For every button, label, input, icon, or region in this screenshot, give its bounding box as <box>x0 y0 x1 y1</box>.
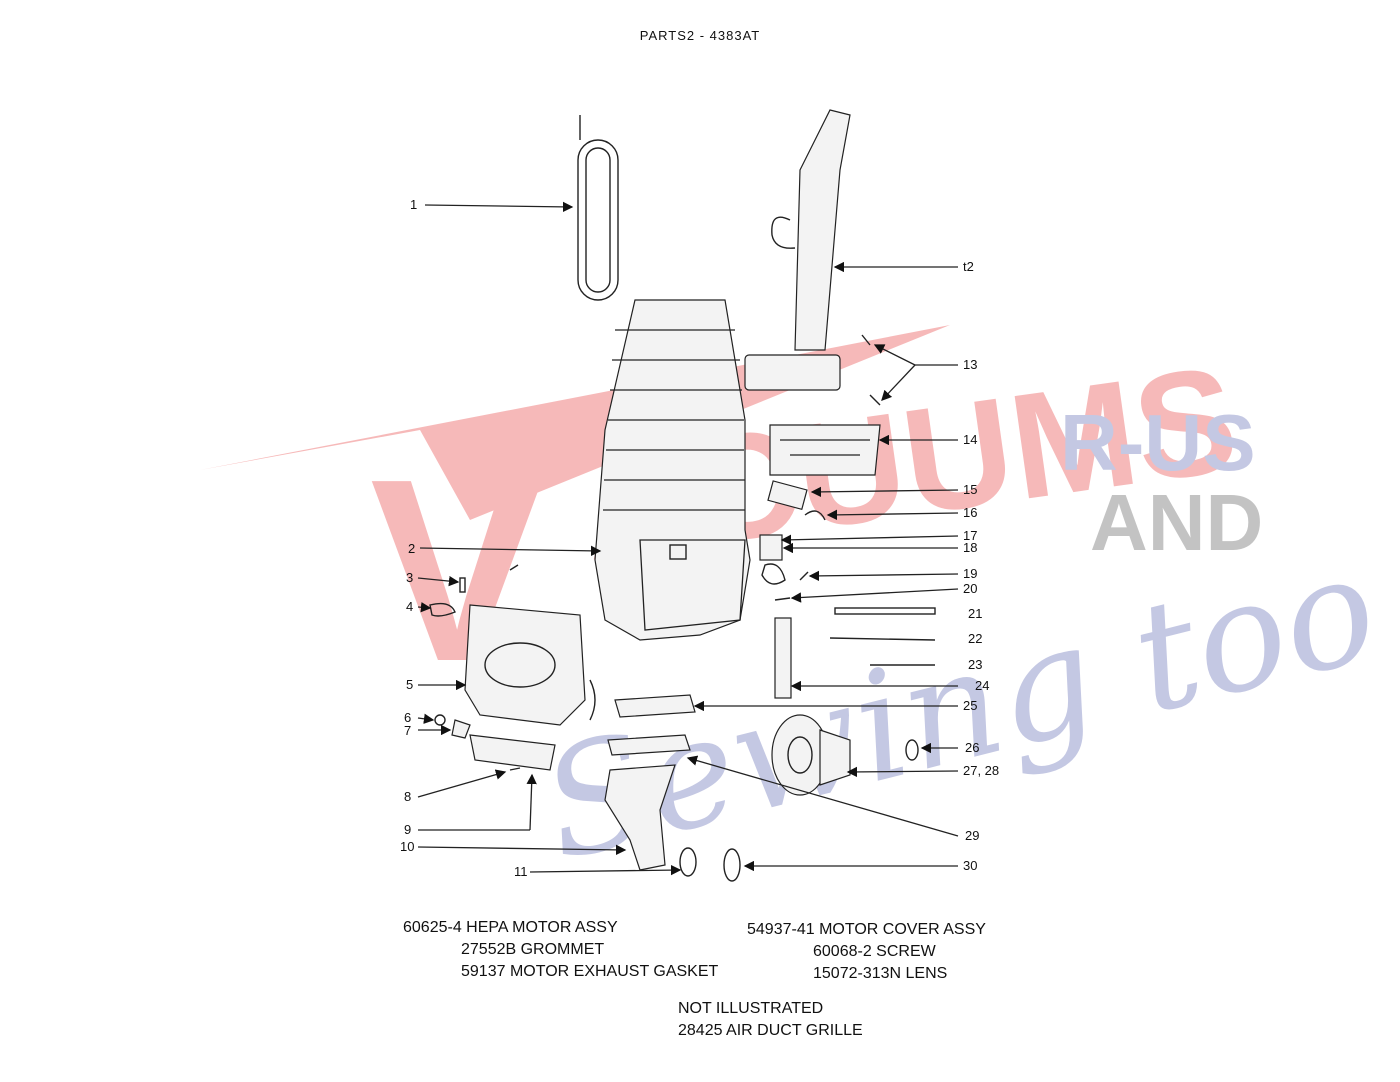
part-upper-bracket <box>769 424 881 476</box>
part-lower-panel <box>469 734 556 771</box>
callout-1: 1 <box>410 197 417 212</box>
parts-list-right-item: 54937-41 MOTOR COVER ASSY <box>747 921 986 938</box>
callout-30: 30 <box>963 858 977 873</box>
part-screws-left <box>429 564 519 617</box>
callout-5: 5 <box>406 677 413 692</box>
part-wheel <box>723 848 741 882</box>
not-illustrated-heading: NOT ILLUSTRATED <box>678 1000 824 1017</box>
parts-list-right-item: 60068-2 SCREW <box>813 943 936 960</box>
callout-16: 16 <box>963 505 977 520</box>
callout-26: 26 <box>965 740 979 755</box>
parts-list-right-item: 15072-313N LENS <box>813 965 948 982</box>
watermark: V ACUUMS R-US AND Sewing too <box>200 325 1393 895</box>
callout-20: 20 <box>963 581 977 596</box>
part-cord <box>577 115 619 301</box>
callout-27-28: 27, 28 <box>963 763 999 778</box>
part-small-parts <box>759 480 826 601</box>
part-main-housing <box>594 299 751 641</box>
callout-2: 2 <box>408 541 415 556</box>
part-filters <box>607 694 696 756</box>
callout-14: 14 <box>963 432 977 447</box>
leader-lines <box>417 201 959 876</box>
callout-22: 22 <box>968 631 982 646</box>
part-knobs <box>434 714 471 739</box>
parts-list-left: 60625-4 HEPA MOTOR ASSY 27552B GROMMET 5… <box>403 917 718 983</box>
callout-18: 18 <box>963 540 977 555</box>
callout-15: 15 <box>963 482 977 497</box>
callout-3: 3 <box>406 570 413 585</box>
callout-9: 9 <box>404 822 411 837</box>
parts-list-left-item: 60625-4 HEPA MOTOR ASSY <box>403 919 618 936</box>
part-motor <box>771 714 919 796</box>
callout-12: t2 <box>963 259 974 274</box>
callout-21: 21 <box>968 606 982 621</box>
watermark-and: AND <box>1090 478 1263 567</box>
part-front-cover <box>464 604 596 726</box>
callout-8: 8 <box>404 789 411 804</box>
callout-7: 7 <box>404 723 411 738</box>
not-illustrated-block: NOT ILLUSTRATED 28425 AIR DUCT GRILLE <box>678 998 863 1042</box>
not-illustrated-item: 28425 AIR DUCT GRILLE <box>678 1022 863 1039</box>
part-handle <box>744 109 851 391</box>
callout-10: 10 <box>400 839 414 854</box>
callout-17: 17 <box>963 528 977 543</box>
page-title: PARTS2 - 4383AT <box>639 28 761 43</box>
callout-19: 19 <box>963 566 977 581</box>
part-nozzle <box>604 764 697 877</box>
callout-24: 24 <box>975 678 989 693</box>
callout-23: 23 <box>968 657 982 672</box>
part-rods <box>774 607 936 699</box>
callout-6: 6 <box>404 710 411 725</box>
callout-11: 11 <box>514 864 528 879</box>
callout-13: 13 <box>963 357 977 372</box>
callout-labels: 1 2 3 4 5 6 7 8 9 10 11 t2 13 14 15 16 1… <box>400 197 999 879</box>
part-pins <box>861 334 881 406</box>
parts-list-left-item: 27552B GROMMET <box>461 941 605 958</box>
watermark-r-us: R-US <box>1060 398 1256 487</box>
callout-4: 4 <box>406 599 413 614</box>
parts-list-left-item: 59137 MOTOR EXHAUST GASKET <box>461 963 719 980</box>
callout-25: 25 <box>963 698 977 713</box>
parts-list-right: 54937-41 MOTOR COVER ASSY 60068-2 SCREW … <box>747 919 986 985</box>
callout-29: 29 <box>965 828 979 843</box>
